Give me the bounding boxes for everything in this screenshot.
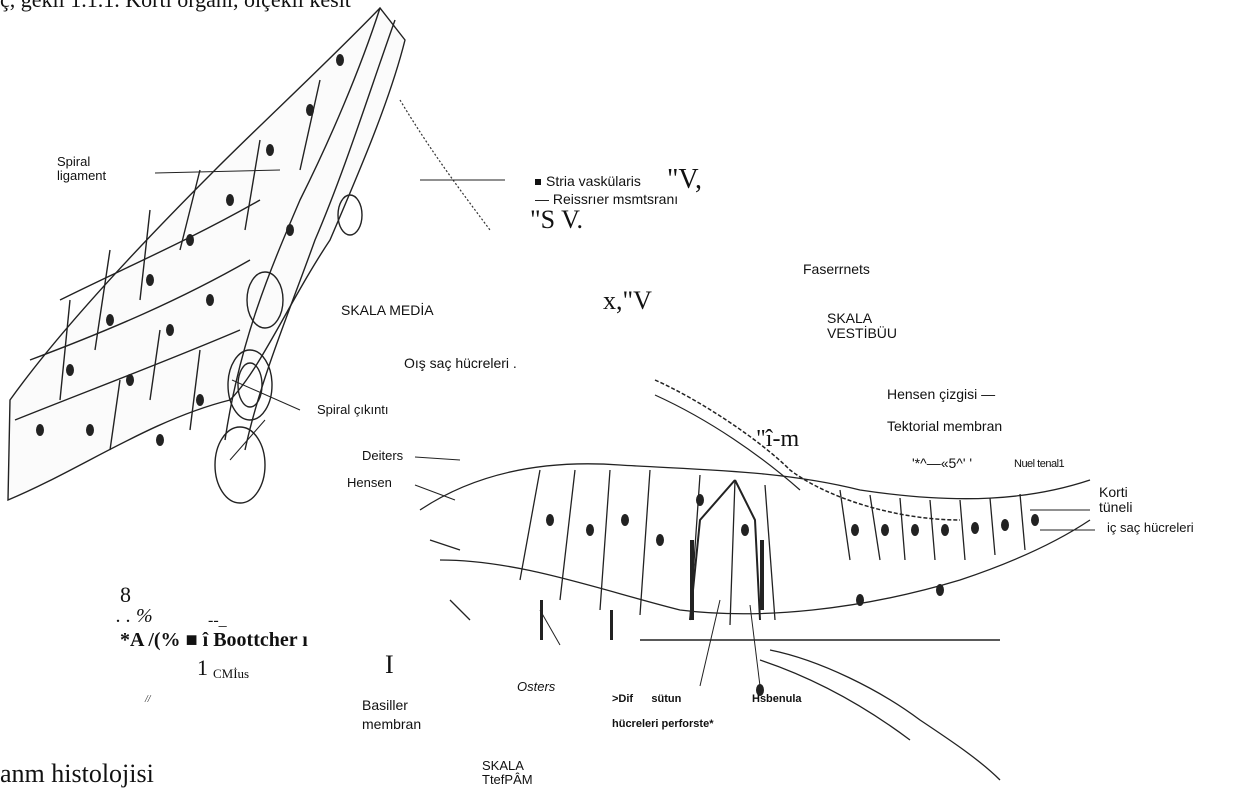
hensen-label: Hensen xyxy=(347,476,392,490)
osters-label: Osters xyxy=(517,680,555,694)
tektorial-membran-label: Tektorial membran xyxy=(887,419,1002,434)
dash-mark: --_ xyxy=(208,613,227,630)
corti-nuclei xyxy=(540,494,1039,696)
s-v-mark: "S V. xyxy=(530,206,583,233)
stria-vaskularis-text: Stria vaskülaris xyxy=(546,173,641,189)
i-m-mark: "î-m xyxy=(756,427,799,452)
spiral-ligament-shape xyxy=(8,8,405,503)
bottom-caption: anm histolojisi xyxy=(0,760,154,787)
hensen-cizgisi-label: Hensen çizgisi — xyxy=(887,387,995,402)
korti-tuneli-label: Korti tüneli xyxy=(1099,485,1199,514)
spiral-ligament-label: Spiral ligament xyxy=(57,155,137,182)
skala-vestibuli-label: SKALA VESTİBÜU xyxy=(827,311,947,340)
cmius-label: CMİus xyxy=(213,667,249,681)
skala-timpani-label: SKALA TtefPÂM xyxy=(482,759,582,786)
number-1-mark: 1 xyxy=(197,656,208,679)
x-v-mark: x,"V xyxy=(603,287,652,314)
stria-vaskularis-label: Stria vaskülaris xyxy=(535,174,641,189)
basiller-membran-label: Basiller membran xyxy=(362,696,462,734)
skala-media-label: SKALA MEDİA xyxy=(341,303,434,318)
organ-of-corti-shape xyxy=(420,464,1090,780)
hsbenula-label: Hsbenula xyxy=(752,694,802,706)
faserrnets-label: Faserrnets xyxy=(803,262,870,277)
number-8-mark: 8 xyxy=(120,583,131,606)
percent-mark: . . % xyxy=(116,606,153,627)
dif-sutun-label: >Dif sütun xyxy=(612,694,681,706)
slash-mark: // xyxy=(145,695,151,706)
stria-mark: "V, xyxy=(667,165,702,194)
deiters-label: Deiters xyxy=(362,449,403,463)
ic-sac-hucreleri-label: iç saç hücreleri xyxy=(1107,521,1194,535)
roman-i-mark: I xyxy=(385,651,394,678)
reissner-membrane-line xyxy=(400,100,490,230)
nuel-mark: '*^—«5^' ' xyxy=(912,456,972,471)
nuel-tuneli-label: Nuel tenal1 xyxy=(1014,459,1064,471)
hucreleri-perforste-label: hücreleri perforste* xyxy=(612,719,713,731)
spiral-cikinti-label: Spiral çıkıntı xyxy=(317,403,389,417)
dis-sac-hucreleri-label: Oış saç hücreleri . xyxy=(404,356,517,371)
bullet-icon xyxy=(535,179,541,185)
boettcher-label: *A /(% ■ î Boottcher ı xyxy=(120,630,308,651)
